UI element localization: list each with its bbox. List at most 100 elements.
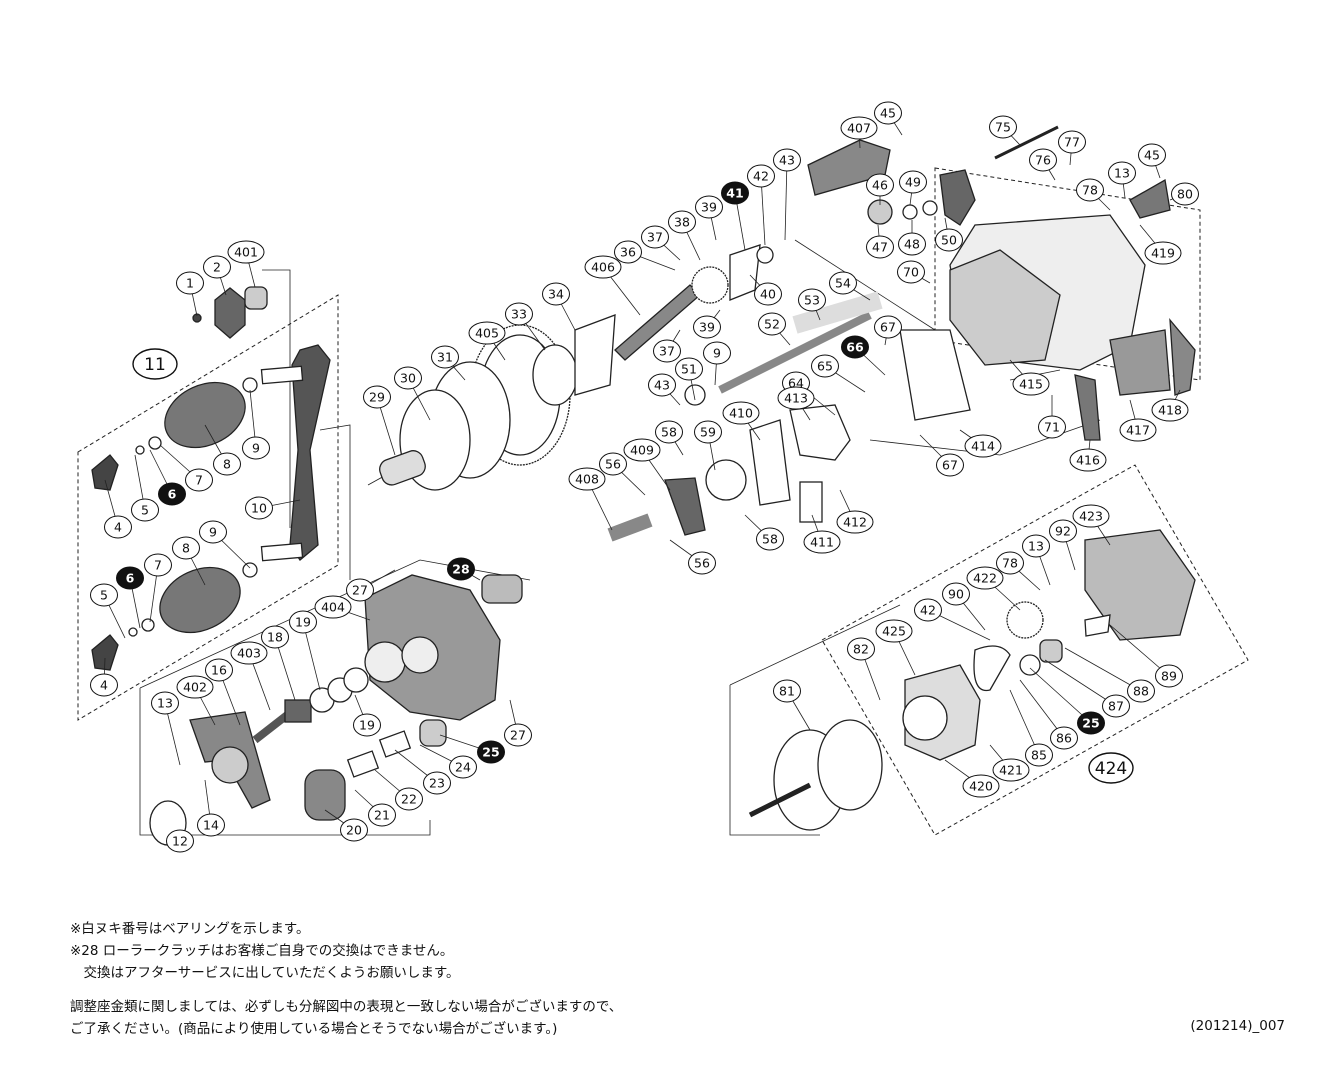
part-callout-67: 67 [874, 315, 902, 339]
part-callout-78: 78 [996, 551, 1024, 575]
part-number-marker [584, 255, 622, 279]
part-number-marker [966, 566, 1004, 590]
part-number-marker [675, 357, 703, 381]
part-number-marker [205, 658, 233, 682]
part-callout-45: 45 [1138, 143, 1166, 167]
part-number: 27 [510, 728, 526, 743]
part-callout-58: 58 [655, 420, 683, 444]
part-callout-47: 47 [866, 235, 894, 259]
part-number: 37 [647, 230, 663, 245]
part-number: 27 [352, 583, 368, 598]
part-number-marker [1076, 178, 1104, 202]
part-number: 10 [251, 501, 267, 516]
part-callout-2: 2 [203, 255, 231, 279]
part-number: 43 [654, 378, 670, 393]
part-number-marker [758, 312, 786, 336]
part-number-marker [90, 583, 118, 607]
part-number: 30 [400, 371, 416, 386]
part-number-marker [897, 260, 925, 284]
part-number-marker [992, 758, 1030, 782]
part-callout-420: 420 [962, 774, 1000, 798]
part-number-marker [1108, 161, 1136, 185]
leader-line [1009, 689, 1040, 756]
diagram-code: (201214)_007 [1190, 1018, 1285, 1034]
part-number: 45 [880, 106, 896, 121]
part-number-marker [1049, 519, 1077, 543]
part-number: 71 [1044, 420, 1060, 435]
part-callout-16: 16 [205, 658, 233, 682]
part-callout-5: 5 [131, 498, 159, 522]
part-number: 58 [762, 532, 778, 547]
part-callout-403: 403 [230, 641, 268, 665]
part-number: 37 [659, 344, 675, 359]
part-callout-401: 401 [227, 240, 265, 264]
part-callout-1: 1 [176, 271, 204, 295]
part-number: 403 [237, 646, 261, 661]
part-number-marker [1022, 534, 1050, 558]
part-number: 46 [872, 178, 888, 193]
part-callout-10: 10 [245, 496, 273, 520]
part-number-marker [836, 510, 874, 534]
part-callout-20: 20 [340, 818, 368, 842]
part-callout-416: 416 [1069, 448, 1107, 472]
part-callout-76: 76 [1029, 148, 1057, 172]
part-number: 28 [452, 562, 469, 577]
part-number: 58 [661, 425, 677, 440]
part-number: 50 [941, 233, 957, 248]
part-number-marker [394, 366, 422, 390]
part-callout-421: 421 [992, 758, 1030, 782]
part-number-marker [703, 341, 731, 365]
part-callout-415: 415 [1012, 372, 1050, 396]
part-number-marker [648, 373, 676, 397]
part-callout-39: 39 [693, 315, 721, 339]
part-callout-40: 40 [754, 282, 782, 306]
part-number: 413 [784, 391, 808, 406]
part-callout-71: 71 [1038, 415, 1066, 439]
part-number: 20 [346, 823, 362, 838]
part-number: 416 [1076, 453, 1100, 468]
part-number: 49 [905, 175, 921, 190]
part-number-marker [245, 496, 273, 520]
part-callout-39: 39 [695, 195, 723, 219]
part-number: 86 [1056, 731, 1072, 746]
part-number-marker [542, 282, 570, 306]
handle-knob-lower [159, 566, 241, 634]
part-number-marker [568, 467, 606, 491]
part-number: 34 [548, 287, 564, 302]
part-callout-56: 56 [599, 452, 627, 476]
part-number: 54 [835, 276, 851, 291]
part-number-marker [505, 302, 533, 326]
part-callout-12: 12 [166, 829, 194, 853]
part-number: 56 [605, 457, 621, 472]
part-callout-18: 18 [261, 625, 289, 649]
part-number: 408 [575, 472, 599, 487]
part-number: 8 [223, 457, 231, 472]
part-callout-30: 30 [394, 366, 422, 390]
part-callout-78: 78 [1076, 178, 1104, 202]
part-number-marker [172, 536, 200, 560]
part-number: 75 [995, 120, 1011, 135]
part-number: 88 [1133, 684, 1149, 699]
part-number-marker [777, 386, 815, 410]
part-callout-92: 92 [1049, 519, 1077, 543]
part-number-marker [449, 755, 477, 779]
part-number: 89 [1161, 669, 1177, 684]
part-number-marker [197, 813, 225, 837]
part-callout-11: 11 [132, 348, 178, 380]
part-callout-82: 82 [847, 637, 875, 661]
part-number-marker [866, 173, 894, 197]
part-number-marker [1012, 372, 1050, 396]
part-callout-7: 7 [185, 468, 213, 492]
part-callout-27: 27 [346, 578, 374, 602]
part-number: 407 [847, 121, 871, 136]
part-number: 411 [810, 535, 834, 550]
part-number: 2 [213, 260, 221, 275]
note-shims: 調整座金類に関しましては、必ずしも分解図中の表現と一致しない場合がございますので… [70, 999, 623, 1015]
handle-knob-upper [164, 381, 246, 449]
part-callout-89: 89 [1155, 664, 1183, 688]
part-number: 19 [295, 615, 311, 630]
part-number: 423 [1079, 509, 1103, 524]
part-callout-33: 33 [505, 302, 533, 326]
part-number: 13 [1028, 539, 1044, 554]
part-callout-413: 413 [777, 386, 815, 410]
